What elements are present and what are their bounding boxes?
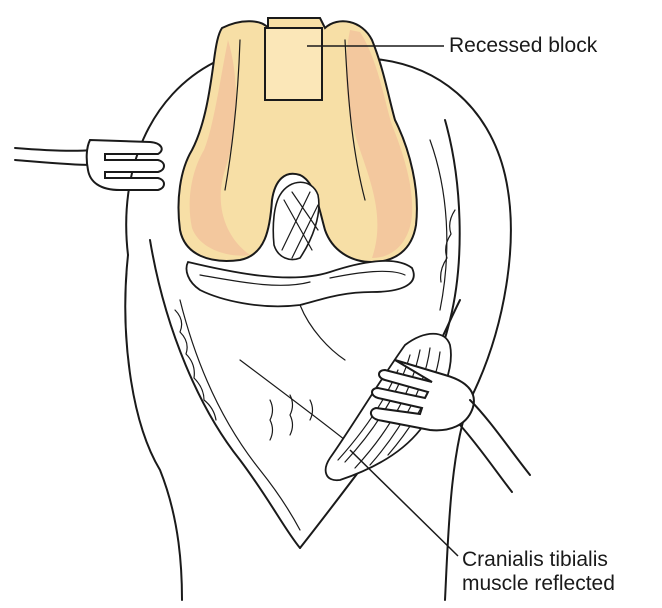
label-cranialis-tibialis: Cranialis tibialis muscle reflected bbox=[462, 548, 615, 596]
label-cranialis-line1: Cranialis tibialis bbox=[462, 548, 615, 572]
leader-cranialis bbox=[350, 450, 458, 556]
soft-tissue bbox=[240, 360, 345, 440]
label-cranialis-line2: muscle reflected bbox=[462, 572, 615, 596]
cruciate-ligaments bbox=[273, 182, 319, 259]
retractor-upper-left bbox=[15, 140, 164, 190]
recessed-block bbox=[265, 28, 322, 100]
label-recessed-block: Recessed block bbox=[449, 34, 597, 58]
tibial-plateau bbox=[187, 261, 414, 360]
